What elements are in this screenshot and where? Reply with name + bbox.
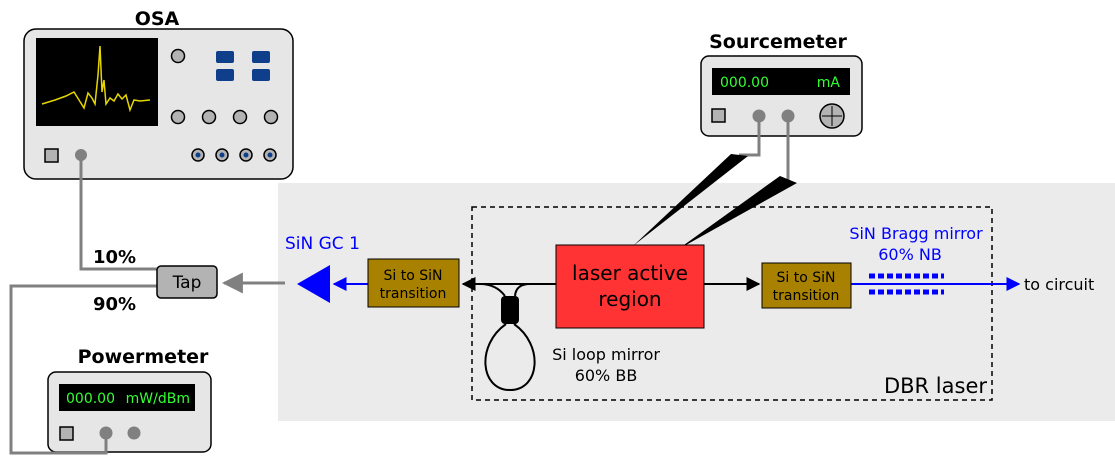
powermeter-instrument: 000.00 mW/dBm [47,371,212,453]
active-region [555,244,705,329]
probe-needle-1 [633,154,748,246]
fiber-to-powermeter [9,284,157,455]
sourcemeter-unit: mA [817,75,841,91]
sourcemeter-instrument: 000.00 mA [700,55,863,137]
loop-mirror-feed [479,283,506,297]
dbr-laser-boundary [471,206,993,401]
powermeter-title: Powermeter [78,346,209,368]
tap-box [156,265,218,299]
sourcemeter-dial[interactable] [819,103,845,129]
osa-connectors [191,148,277,162]
right-transition-label-1: Si to SiN [777,270,836,286]
osa-power-switch[interactable] [44,148,59,163]
probe-cable-1 [739,116,761,157]
osa-knob-4[interactable] [263,109,279,125]
sourcemeter-title: Sourcemeter [709,31,847,53]
osa-knob-3[interactable] [232,109,248,125]
powermeter-power-switch[interactable] [59,426,74,441]
osa-knob-1[interactable] [170,109,186,125]
powermeter-value: 000.00 [66,391,115,407]
tap-ratio-top: 10% [93,247,136,268]
powermeter-unit: mW/dBm [126,391,190,407]
loop-mirror-label-2: 60% BB [575,366,638,385]
powermeter-knob[interactable] [127,426,141,440]
left-transition-label-1: Si to SiN [384,268,443,284]
osa-title: OSA [135,8,180,30]
loop-mirror-coupler [501,296,519,324]
output-label: to circuit [1024,275,1094,294]
osa-trace [41,45,151,113]
bragg-mirror-label-1: SiN Bragg mirror [849,224,983,243]
osa-button-1[interactable] [216,51,234,63]
left-transition-label-2: transition [380,286,447,302]
tap-label: Tap [172,273,202,293]
right-transition-label-2: transition [773,288,840,304]
active-region-label-2: region [598,287,661,311]
loop-mirror-feed-2 [514,283,531,297]
grating-coupler [297,265,330,303]
active-region-label-1: laser active [572,261,688,285]
osa-button-3[interactable] [216,69,234,81]
gc-label: SiN GC 1 [285,234,360,254]
osa-knob-2[interactable] [201,109,217,125]
dbr-laser-label: DBR laser [884,374,987,398]
bragg-mirror-label-2: 60% NB [878,245,942,264]
tap-ratio-bottom: 90% [93,294,136,315]
osa-button-4[interactable] [252,69,270,81]
osa-button-2[interactable] [252,51,270,63]
loop-mirror-label-1: Si loop mirror [552,345,660,364]
loop-mirror-loop [484,323,536,392]
right-transition-box [761,262,852,309]
sourcemeter-display [712,68,850,95]
powermeter-display [59,384,195,411]
left-transition-box [367,258,460,308]
osa-knob-top[interactable] [170,48,186,64]
fiber-to-osa [79,155,157,271]
sourcemeter-power-switch[interactable] [711,108,726,123]
probe-needle-2 [677,176,797,250]
sourcemeter-value: 000.00 [720,75,769,91]
osa-instrument [23,28,294,180]
